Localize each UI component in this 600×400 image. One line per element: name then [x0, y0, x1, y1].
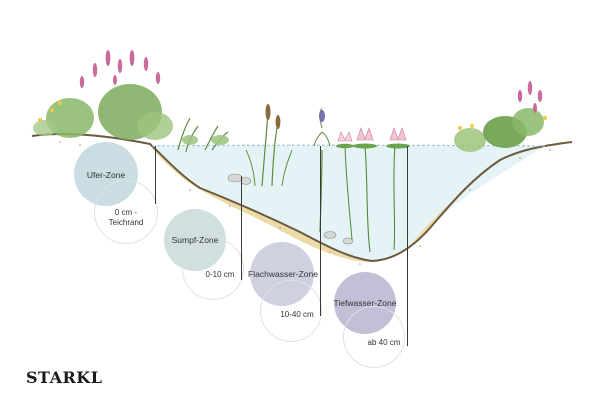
sumpf-zone-outline — [182, 238, 244, 300]
flachwasser-zone-depth: 10-40 cm — [280, 310, 313, 320]
sumpf-zone-depth: 0-10 cm — [206, 270, 235, 280]
ufer-zone-depth: 0 cm - Teichrand — [109, 208, 144, 228]
flachwasser-zone-name: Flachwasser-Zone — [248, 269, 318, 279]
sumpf-zone-leader — [241, 176, 242, 280]
marsh-leaves — [182, 135, 229, 145]
tiefwasser-zone-name: Tiefwasser-Zone — [334, 298, 397, 308]
ufer-zone-depth-line1: 0 cm - — [109, 208, 144, 218]
tiefwasser-zone-depth: ab 40 cm — [368, 338, 401, 348]
tiefwasser-zone-outline — [343, 306, 405, 368]
tiefwasser-zone-leader — [407, 146, 408, 346]
ufer-zone-depth-line2: Teichrand — [109, 218, 144, 228]
sumpf-zone-name: Sumpf-Zone — [172, 235, 219, 245]
left-bank-flowers — [80, 50, 160, 88]
ufer-zone-leader — [155, 146, 156, 204]
left-bank-shrubs — [33, 84, 173, 140]
ufer-zone-name: Ufer-Zone — [87, 170, 125, 180]
flachwasser-zone-leader — [320, 146, 321, 316]
right-bank-shrubs — [454, 108, 544, 152]
starkl-logo: STARKL — [26, 368, 102, 387]
